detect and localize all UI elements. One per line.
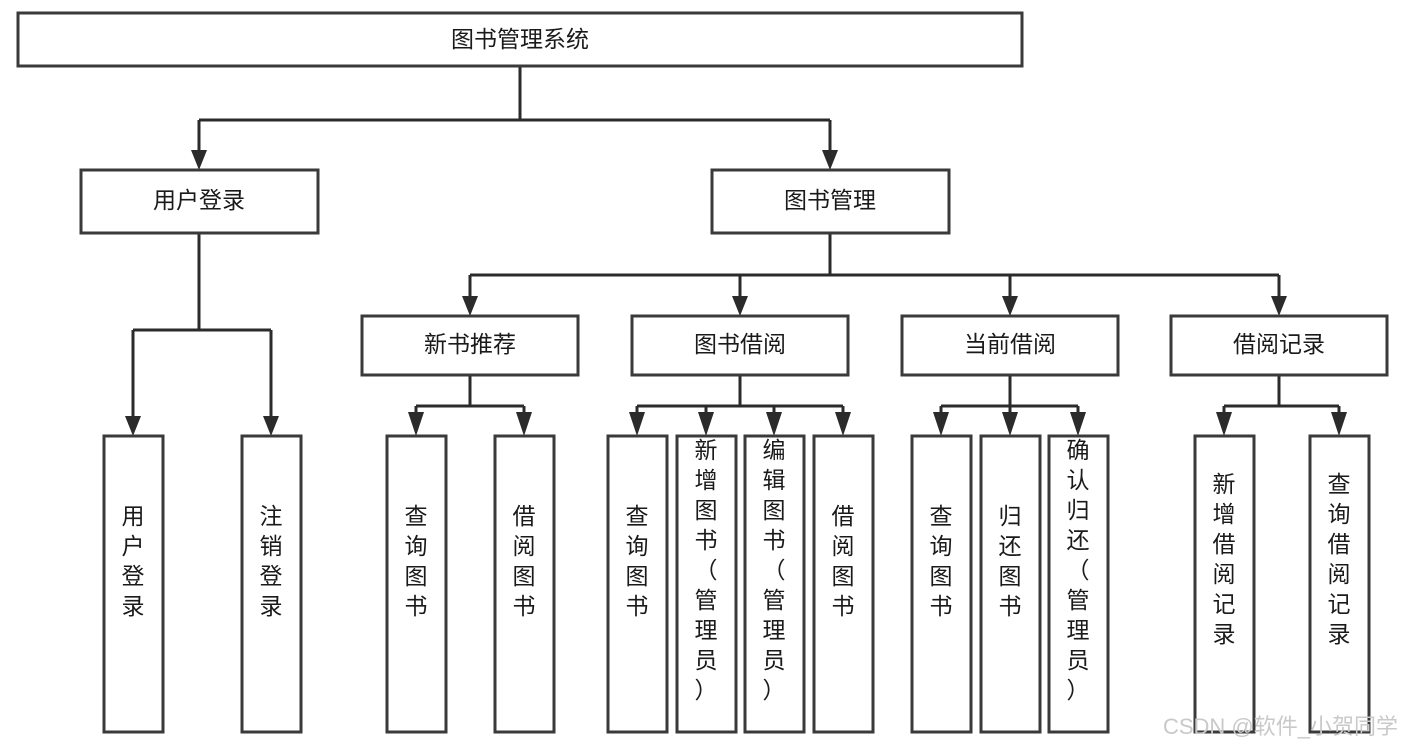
node-leaf-borrow-book-2-label: 借阅图书 [832,503,855,619]
node-leaf-borrow-book-1-box[interactable] [493,434,556,734]
connector-group-user-login [125,233,279,436]
node-book-manage-box[interactable] [710,168,951,235]
arrow-head-current-borrow [1002,296,1018,316]
arrow-head-leaf-borrow-book-2 [835,412,851,436]
node-current-borrow-box[interactable] [900,314,1120,377]
node-leaf-query-book-3[interactable]: 查询图书 [910,434,973,734]
arrow-head-leaf-query-book-1 [408,412,424,436]
node-leaf-edit-book-box[interactable] [743,434,806,734]
node-leaf-confirm-return[interactable]: 确认归还（管理员） [1047,434,1110,734]
arrow-head-leaf-return-book [1002,412,1018,436]
node-user-login[interactable]: 用户登录 [79,168,320,235]
connector-group-new-book-rec [408,375,532,436]
node-leaf-add-record-box[interactable] [1193,434,1256,734]
node-leaf-edit-book-label: 编辑图书（管理员） [763,437,786,703]
arrow-head-book-manage [822,150,838,170]
node-leaf-confirm-return-box[interactable] [1047,434,1110,734]
node-leaf-query-book-2-box[interactable] [606,434,669,734]
node-new-book-rec-box[interactable] [360,314,580,377]
node-leaf-query-book-1[interactable]: 查询图书 [385,434,448,734]
arrow-head-leaf-edit-book [766,412,782,436]
node-new-book-rec[interactable]: 新书推荐 [360,314,580,377]
arrow-head-leaf-borrow-book-1 [516,412,532,436]
node-leaf-query-record-box[interactable] [1308,434,1371,734]
node-new-book-rec-label: 新书推荐 [424,331,516,357]
arrow-head-leaf-query-record [1331,412,1347,436]
node-leaf-query-record-label: 查询借阅记录 [1328,471,1351,647]
arrow-head-leaf-confirm-return [1070,412,1086,436]
arrow-head-leaf-user-login [125,416,141,436]
node-leaf-user-login-box[interactable] [102,434,165,734]
node-leaf-query-book-1-label: 查询图书 [405,503,428,619]
node-user-login-box[interactable] [79,168,320,235]
node-leaf-borrow-book-1-label: 借阅图书 [513,503,536,619]
node-root-label: 图书管理系统 [451,26,589,52]
arrow-head-leaf-logout [263,416,279,436]
node-root-box[interactable] [16,11,1024,68]
node-user-login-label: 用户登录 [153,187,245,213]
csdn-watermark: CSDN @软件_小贺同学 [1163,714,1398,739]
connector-group-root [191,66,838,170]
node-leaf-edit-book[interactable]: 编辑图书（管理员） [743,434,806,734]
connector-group-book-borrow [629,375,851,436]
node-leaf-user-login[interactable]: 用户登录 [102,434,165,734]
node-current-borrow-label: 当前借阅 [964,331,1056,357]
node-leaf-borrow-book-2[interactable]: 借阅图书 [812,434,875,734]
arrow-head-leaf-add-record [1216,412,1232,436]
node-leaf-add-record[interactable]: 新增借阅记录 [1193,434,1256,734]
node-current-borrow[interactable]: 当前借阅 [900,314,1120,377]
node-book-borrow[interactable]: 图书借阅 [630,314,850,377]
node-leaf-borrow-book-2-box[interactable] [812,434,875,734]
node-leaf-query-book-2[interactable]: 查询图书 [606,434,669,734]
arrow-head-new-book-rec [462,296,478,316]
arrow-head-user-login [191,150,207,170]
node-book-borrow-box[interactable] [630,314,850,377]
node-leaf-user-login-label: 用户登录 [122,503,145,619]
node-leaf-logout-login-box[interactable] [240,434,303,734]
node-leaf-confirm-return-label: 确认归还（管理员） [1067,437,1090,703]
connector-group-book-manage [462,233,1287,316]
node-borrow-record[interactable]: 借阅记录 [1169,314,1389,377]
arrow-head-book-borrow [732,296,748,316]
arrow-head-leaf-add-book [698,412,714,436]
node-borrow-record-label: 借阅记录 [1233,331,1325,357]
node-leaf-query-book-2-label: 查询图书 [626,503,649,619]
connector-group-current-borrow [933,375,1086,436]
node-leaf-add-book[interactable]: 新增图书（管理员） [675,434,738,734]
node-book-manage[interactable]: 图书管理 [710,168,951,235]
node-leaf-add-book-box[interactable] [675,434,738,734]
node-leaf-query-book-3-label: 查询图书 [930,503,953,619]
node-book-borrow-label: 图书借阅 [694,331,786,357]
node-leaf-query-book-1-box[interactable] [385,434,448,734]
node-leaf-add-book-label: 新增图书（管理员） [695,437,718,703]
arrow-head-leaf-query-book-2 [629,412,645,436]
arrow-head-leaf-query-book-3 [933,412,949,436]
node-book-manage-label: 图书管理 [784,187,876,213]
node-leaf-query-book-3-box[interactable] [910,434,973,734]
node-borrow-record-box[interactable] [1169,314,1389,377]
connector-group-borrow-record [1216,375,1347,436]
node-leaf-add-record-label: 新增借阅记录 [1213,471,1236,647]
node-leaf-logout-login[interactable]: 注销登录 [240,434,303,734]
node-leaf-return-book-label: 归还图书 [999,503,1022,619]
node-leaf-borrow-book-1[interactable]: 借阅图书 [493,434,556,734]
node-leaf-return-book[interactable]: 归还图书 [979,434,1042,734]
arrow-head-borrow-record [1271,296,1287,316]
node-root[interactable]: 图书管理系统 [16,11,1024,68]
node-leaf-return-book-box[interactable] [979,434,1042,734]
node-leaf-logout-login-label: 注销登录 [260,503,283,619]
node-leaf-query-record[interactable]: 查询借阅记录 [1308,434,1371,734]
